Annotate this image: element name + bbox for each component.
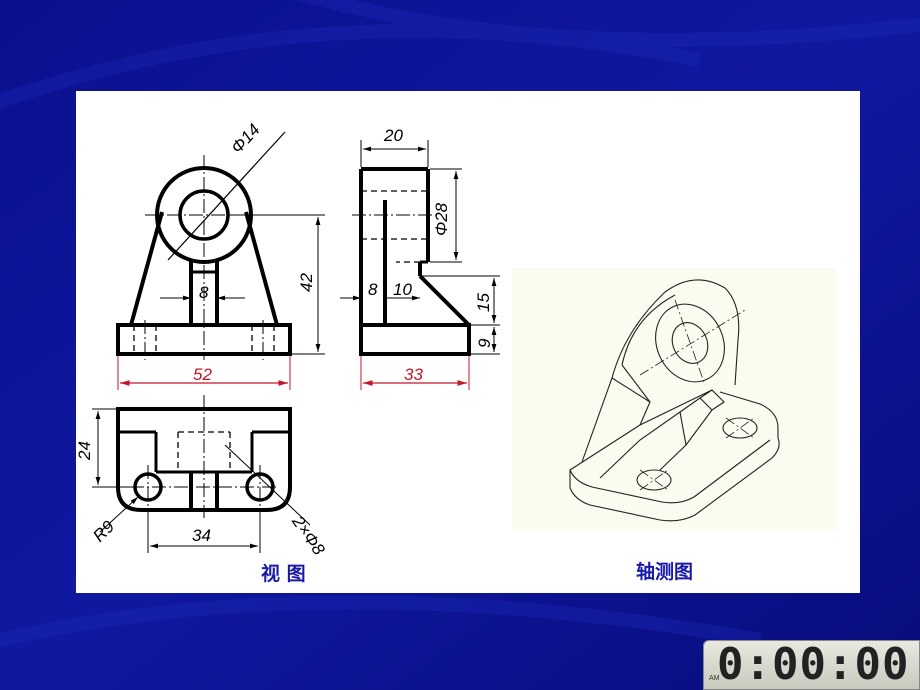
caption-axonometric: 轴测图	[636, 561, 694, 583]
dim-42: 42	[297, 273, 316, 292]
caption-views: 视 图	[261, 563, 306, 585]
top-view	[92, 395, 311, 553]
dim-33: 33	[404, 365, 423, 384]
timer-ampm: AM	[709, 675, 720, 682]
dim-phi28: Φ28	[432, 202, 451, 236]
dim-8-side: 8	[368, 280, 378, 299]
slide-timer: AM 0:00:00	[703, 640, 920, 690]
dim-8-front: 8	[199, 283, 209, 302]
dim-20: 20	[384, 126, 403, 145]
isometric-view	[569, 279, 780, 522]
dim-34: 34	[192, 526, 211, 545]
dim-9: 9	[475, 338, 494, 348]
front-view	[116, 131, 325, 390]
dim-15: 15	[474, 293, 493, 312]
dim-10: 10	[393, 280, 412, 299]
side-view	[340, 140, 500, 390]
timer-digits: 0:00:00	[717, 639, 910, 690]
dim-52: 52	[193, 365, 212, 384]
dim-24: 24	[75, 441, 94, 460]
axonometric-panel	[512, 268, 836, 530]
